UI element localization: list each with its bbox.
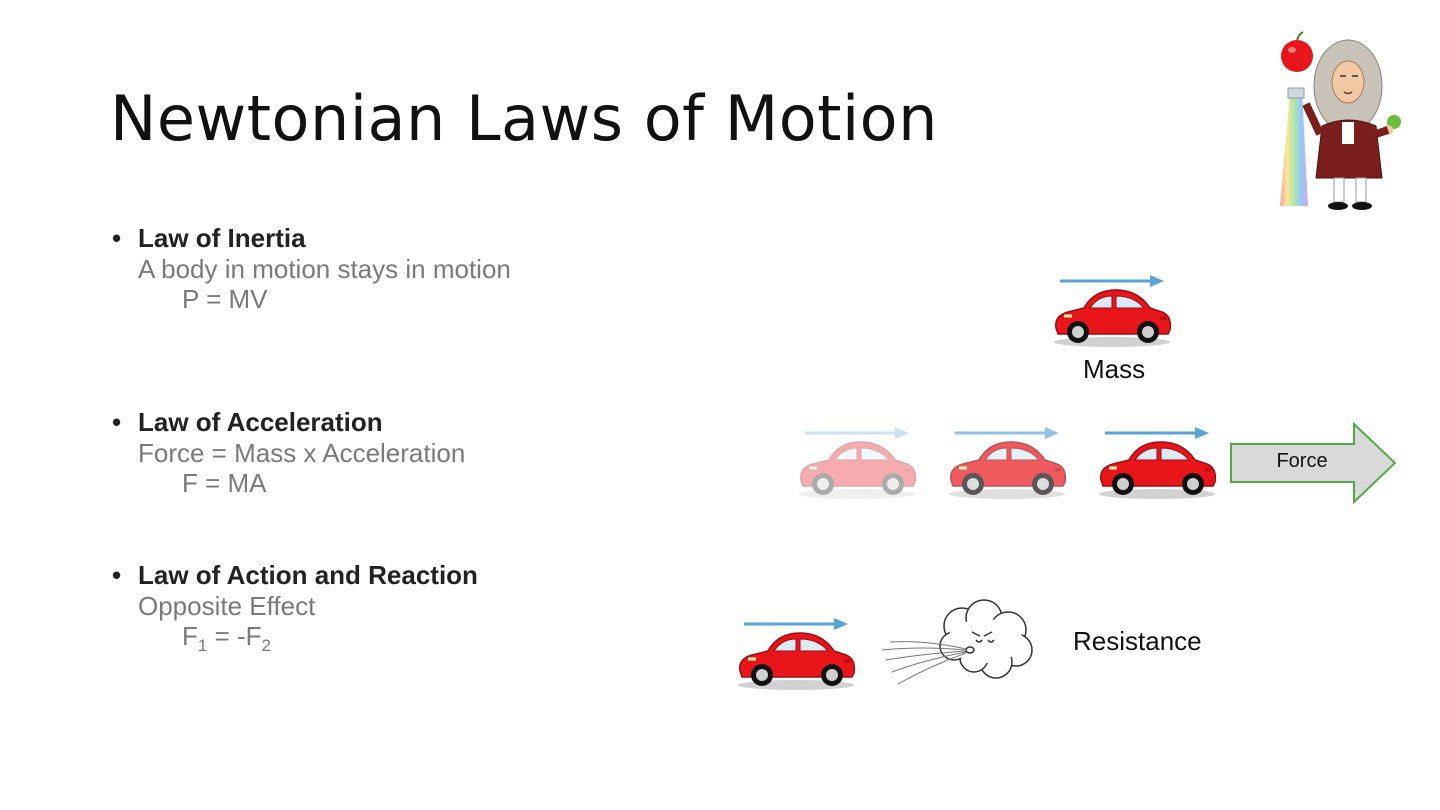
law-acceleration: • Law of Acceleration Force = Mass x Acc…	[112, 406, 732, 498]
car-icon	[795, 438, 919, 505]
law-title: Law of Acceleration	[138, 407, 383, 437]
bullet: •	[112, 407, 122, 437]
apple-icon	[1281, 31, 1313, 72]
wind-cloud-icon	[881, 599, 1033, 685]
slide-title: Newtonian Laws of Motion	[110, 82, 938, 155]
motion-arrow-icon	[955, 427, 1059, 439]
bullet: •	[112, 223, 122, 253]
resistance-label: Resistance	[1073, 626, 1202, 656]
motion-arrow-icon	[805, 427, 909, 439]
law-description: Opposite Effect	[138, 591, 316, 621]
force-arrow-icon	[1230, 422, 1397, 504]
bullet: •	[112, 560, 122, 590]
law-description: Force = Mass x Acceleration	[138, 438, 466, 468]
law-equation: F1 = -F2	[182, 621, 271, 656]
car-icon	[1095, 438, 1219, 505]
law-title: Law of Inertia	[138, 223, 306, 253]
motion-arrow-icon	[744, 618, 848, 630]
car-icon	[734, 629, 858, 696]
law-action-reaction: • Law of Action and Reaction Opposite Ef…	[112, 559, 732, 661]
force-label: Force	[1276, 450, 1328, 472]
car-icon	[1050, 286, 1174, 353]
motion-arrow-icon	[1105, 427, 1209, 439]
law-description: A body in motion stays in motion	[138, 254, 511, 284]
law-equation: P = MV	[182, 284, 268, 314]
law-equation: F = MA	[182, 468, 267, 498]
newton-figure-icon	[1280, 31, 1401, 210]
mass-label: Mass	[1083, 354, 1146, 384]
car-icon	[945, 438, 1069, 505]
law-title: Law of Action and Reaction	[138, 560, 478, 590]
law-inertia: • Law of Inertia A body in motion stays …	[112, 222, 732, 314]
motion-arrow-icon	[1060, 275, 1164, 287]
